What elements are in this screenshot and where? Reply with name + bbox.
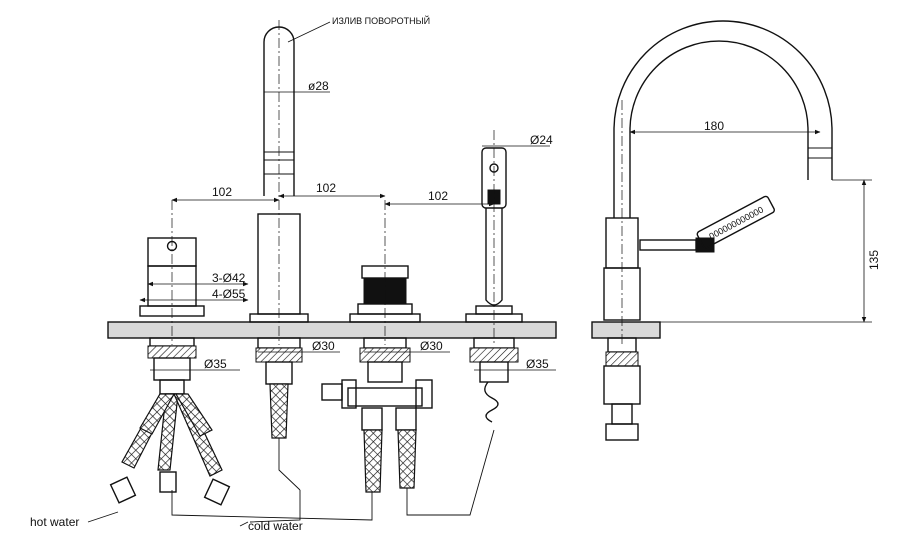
spout-diameter-label: ø28	[308, 79, 329, 93]
counter-deck	[107, 321, 661, 339]
water-pipe-runs	[171, 429, 495, 523]
spacing-2-label: 102	[316, 181, 336, 195]
spout-note-label: ИЗЛИВ ПОВОРОТНЫЙ	[332, 15, 430, 26]
base-diameter-1-label: 3-Ø42	[212, 271, 246, 285]
spout-height-label: 135	[867, 250, 881, 270]
hole-shower-label: Ø35	[526, 357, 549, 371]
dimension-lines	[87, 21, 872, 527]
spacing-1-label: 102	[212, 185, 232, 199]
left-valve-hoses	[109, 393, 231, 506]
spout	[249, 20, 309, 439]
spacing-3-label: 102	[428, 189, 448, 203]
mixer-valve	[321, 200, 433, 493]
shower-diameter-label: Ø24	[530, 133, 553, 147]
spout-reach-label: 180	[704, 119, 724, 133]
hand-shower	[465, 130, 523, 423]
hole-left-label: Ø35	[204, 357, 227, 371]
base-diameter-2-label: 4-Ø55	[212, 287, 246, 301]
drawing-labels: ИЗЛИВ ПОВОРОТНЫЙ ø28 Ø24 102 102 102 3-Ø…	[30, 15, 881, 533]
hole-spout-label: Ø30	[312, 339, 335, 353]
hole-mixer-label: Ø30	[420, 339, 443, 353]
side-view: 000000000000	[603, 20, 833, 441]
hot-water-label: hot water	[30, 515, 79, 529]
cold-water-label: cold water	[248, 519, 303, 533]
left-valve-body	[139, 200, 205, 395]
